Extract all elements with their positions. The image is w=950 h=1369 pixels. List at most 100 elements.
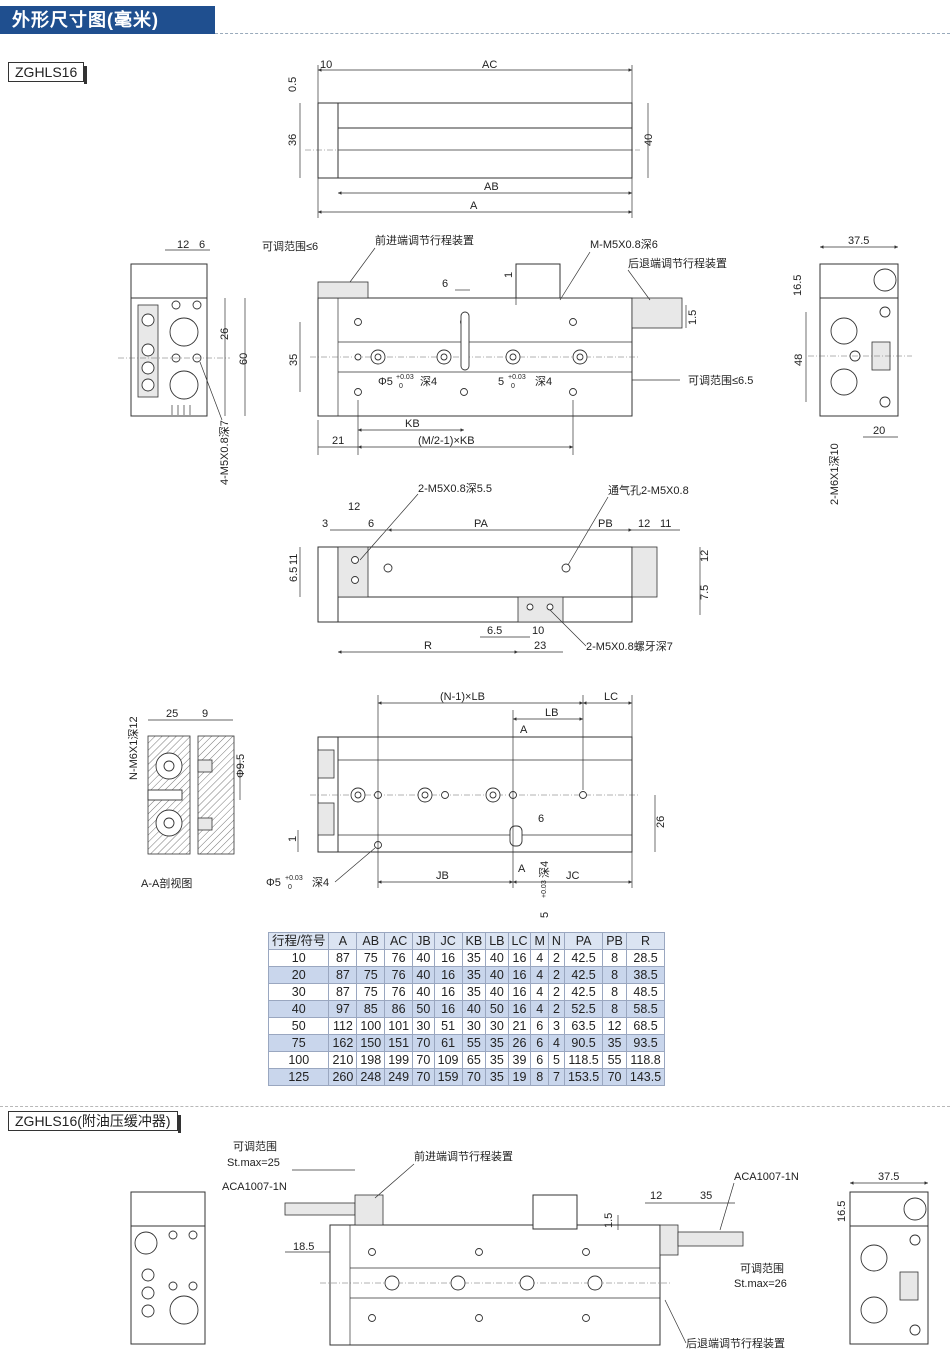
- dim-60: 60: [238, 353, 250, 365]
- right-end-view: 37.5 16.5 48 20 2-M6X1深10: [792, 235, 912, 505]
- table-cell: 65: [461, 1051, 487, 1069]
- table-header-cell: R: [625, 932, 666, 950]
- table-cell: 70: [461, 1068, 487, 1086]
- table-cell: 93.5: [625, 1034, 666, 1052]
- dim-kb: KB: [405, 418, 420, 430]
- table-cell: 97: [328, 1000, 358, 1018]
- dim-35b: 35: [700, 1190, 712, 1202]
- buffer-left-end-view: [130, 1191, 206, 1345]
- table-cell: 20: [267, 966, 330, 984]
- table-cell: 35: [461, 983, 487, 1001]
- phi5-tol-lower: 0: [399, 383, 403, 390]
- table-cell: 50: [485, 1000, 509, 1018]
- dim-phi9-5: Φ9.5: [235, 754, 247, 778]
- rear-adjuster-label: 后退端调节行程装置: [628, 257, 727, 270]
- dim-r: R: [424, 640, 432, 652]
- dim-12b: 12: [348, 501, 360, 513]
- table-cell: 70: [412, 1068, 435, 1086]
- table-cell: 58.5: [625, 1000, 666, 1018]
- dim-6c: 6: [368, 518, 374, 530]
- dim-12: 12: [177, 239, 189, 251]
- table-cell: 2: [547, 1000, 565, 1018]
- table-cell: 12: [602, 1017, 627, 1035]
- vent-port-label: 通气孔2-M5X0.8: [608, 483, 689, 497]
- stroke-max-25: St.max=25: [227, 1157, 280, 1169]
- table-cell: 85: [356, 1000, 386, 1018]
- table-header-cell: JC: [433, 932, 463, 950]
- dim-26: 26: [219, 328, 231, 340]
- table-header-cell: A: [328, 932, 358, 950]
- table-cell: 87: [328, 966, 358, 984]
- table-cell: 70: [412, 1051, 435, 1069]
- absorber-model-left: ACA1007-1N: [222, 1181, 287, 1193]
- phi5-bottom-depth: 深4: [312, 876, 329, 889]
- table-cell: 159: [433, 1068, 463, 1086]
- dim-16-5: 16.5: [792, 275, 804, 296]
- bottom-view: (N-1)×LB LB LC A A JB JC 6 26 1 Φ5 +0.03…: [266, 691, 667, 918]
- dim-6-5: 6.5: [487, 625, 502, 637]
- phi5-depth: 深4: [420, 375, 437, 388]
- table-cell: 30: [412, 1017, 435, 1035]
- table-cell: 118.8: [625, 1051, 666, 1069]
- dim-35: 35: [288, 354, 300, 366]
- dim-48: 48: [793, 354, 805, 366]
- section-separator: [0, 1106, 950, 1107]
- table-cell: 55: [461, 1034, 487, 1052]
- table-cell: 16: [507, 966, 532, 984]
- table-cell: 70: [412, 1034, 435, 1052]
- table-cell: 125: [267, 1068, 330, 1086]
- table-cell: 38.5: [625, 966, 666, 984]
- table-cell: 42.5: [563, 949, 604, 967]
- m-m5-label: M-M5X0.8深6: [590, 238, 658, 251]
- table-cell: 153.5: [563, 1068, 604, 1086]
- dim-6b: 6: [442, 278, 448, 290]
- table-cell: 40: [267, 1000, 330, 1018]
- end-view-upper: [130, 263, 208, 299]
- adjust-range-6-5: 可调范围≤6.5: [688, 373, 753, 387]
- slot5-tol-lower: 0: [511, 383, 515, 390]
- dim-1-5b: 1.5: [603, 1213, 615, 1228]
- table-cell: 40: [461, 1000, 487, 1018]
- dim-1b: 1: [287, 836, 299, 842]
- table-cell: 63.5: [563, 1017, 604, 1035]
- table-cell: 260: [328, 1068, 358, 1086]
- table-cell: 6: [530, 1017, 549, 1035]
- table-header-cell: JB: [412, 932, 435, 950]
- top-view: AC AB A 10 0.5 36 40: [287, 59, 655, 218]
- table-cell: 4: [530, 1000, 549, 1018]
- dim-2-m6-depth10: 2-M6X1深10: [828, 443, 841, 505]
- table-cell: 40: [412, 983, 435, 1001]
- table-cell: 30: [485, 1017, 509, 1035]
- table-cell: 86: [384, 1000, 414, 1018]
- table-cell: 76: [384, 949, 414, 967]
- buffer-rear-adjuster-label: 后退端调节行程装置: [686, 1337, 785, 1350]
- dim-37-5: 37.5: [848, 235, 869, 247]
- table-cell: 4: [530, 983, 549, 1001]
- table-cell: 75: [267, 1034, 330, 1052]
- buffer-front-adjuster-label: 前进端调节行程装置: [414, 1149, 513, 1163]
- table-header-cell: 行程/符号: [267, 932, 330, 950]
- table-cell: 8: [602, 983, 627, 1001]
- table-cell: 249: [384, 1068, 414, 1086]
- dim-m2-kb: (M/2-1)×KB: [418, 435, 475, 447]
- table-cell: 35: [602, 1034, 627, 1052]
- dim-0-5: 0.5: [287, 77, 299, 92]
- table-cell: 16: [433, 966, 463, 984]
- dim-6: 6: [199, 239, 205, 251]
- model-label-primary: ZGHLS16: [8, 62, 88, 84]
- table-header-cell: PB: [602, 932, 627, 950]
- dim-36: 36: [287, 134, 299, 146]
- table-cell: 75: [356, 966, 386, 984]
- phi5-bottom-tol-lower: 0: [288, 884, 292, 891]
- dim-10: 10: [320, 59, 332, 71]
- dim-20: 20: [873, 425, 885, 437]
